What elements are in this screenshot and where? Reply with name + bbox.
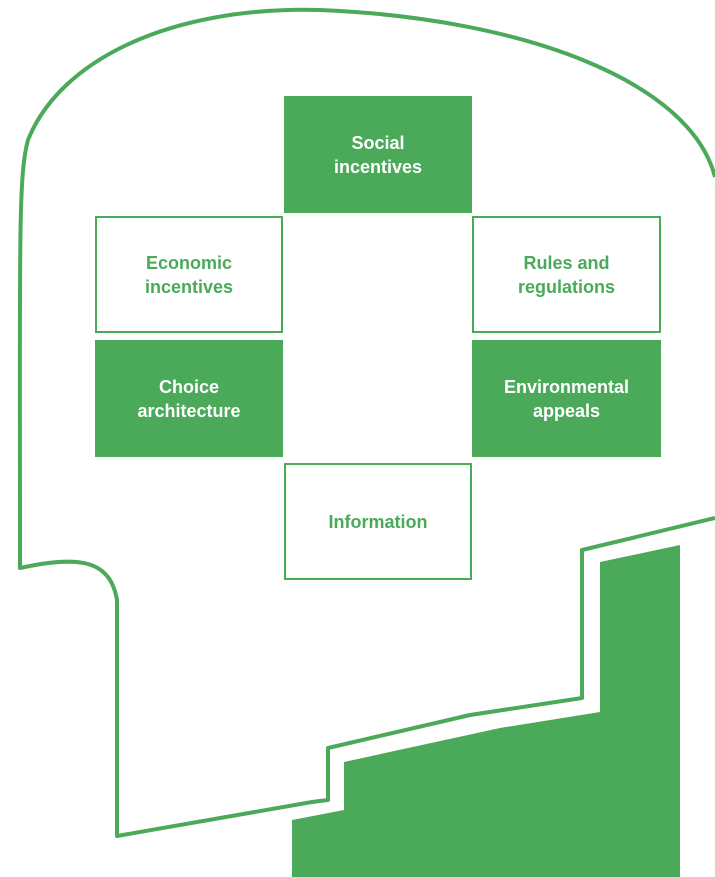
staircase-shape bbox=[292, 545, 680, 877]
economic-incentives-box: Economic incentives bbox=[95, 216, 283, 333]
environmental-appeals-box: Environmental appeals bbox=[472, 340, 661, 457]
head-outline-path bbox=[17, 7, 715, 838]
choice-architecture-box: Choice architecture bbox=[95, 340, 283, 457]
social-incentives-box: Social incentives bbox=[284, 96, 472, 213]
rules-and-regulations-box: Rules and regulations bbox=[472, 216, 661, 333]
information-box: Information bbox=[284, 463, 472, 580]
